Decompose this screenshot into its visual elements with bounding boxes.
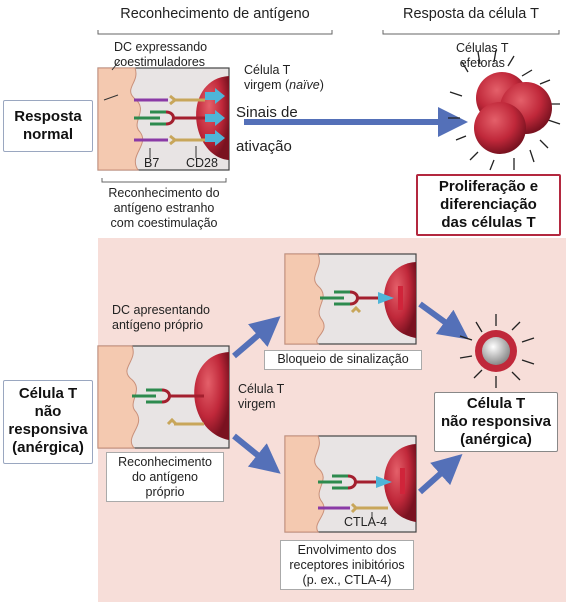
anergic-label-line1: Célula T [18,385,78,402]
proliferation-result: Proliferação e diferenciação das células… [416,174,561,236]
header-antigen-recognition: Reconhecimento de antígeno [120,6,310,22]
anergic-result: Célula T não responsiva (anérgica) [434,392,558,452]
anergic-label-line2: não [34,403,62,420]
arrow-to-inhibitory [232,433,281,474]
naive-tcell-label: Célula T virgem (naïve) [244,63,324,92]
arrow-to-block [232,316,281,359]
activation-signals-label: Sinais de ativação [236,104,298,155]
signaling-block-caption: Bloqueio de sinalização [264,350,422,370]
normal-response-label: Resposta normal [3,100,93,152]
dc-costimulator-label: DC expressando coestimuladores [114,40,208,69]
anergic-tcell [459,314,535,388]
normal-label-line1: Resposta [14,108,82,125]
arrow-inhib-to-anergic [417,453,463,495]
cd28-label: CD28 [186,156,218,170]
self-antigen-caption: Reconhecimento do antígeno próprio [106,452,224,502]
normal-synapse-panel [97,59,230,171]
arrow-block-to-anergic [418,301,469,340]
anergic-tcell-label: Célula T não responsiva (anérgica) [3,380,93,464]
normal-label-line2: normal [22,126,73,143]
header-underline-left [97,30,333,35]
ctla4-label: CTLA-4 [344,515,388,529]
inhibitory-receptor-caption: Envolvimento dos receptores inibitórios … [280,540,414,590]
effector-tcells [448,49,561,171]
header-underline-right [382,30,560,35]
foreign-antigen-caption: Reconhecimento do antígeno estranho com … [108,186,220,230]
anergic-label-line4: (anérgica) [12,439,84,456]
anergy-naive-tcell-label: Célula T virgem [238,382,285,411]
signaling-block-panel [284,253,417,345]
anergic-label-line3: responsiva [8,421,88,438]
effector-tcells-label: Células T efetoras [456,41,509,70]
dc-self-antigen-label: DC apresentando antígeno próprio [112,303,210,332]
header-tcell-response: Resposta da célula T [403,6,539,22]
inhibitory-panel [284,435,417,533]
self-antigen-panel [97,345,230,449]
b7-label: B7 [144,156,160,170]
